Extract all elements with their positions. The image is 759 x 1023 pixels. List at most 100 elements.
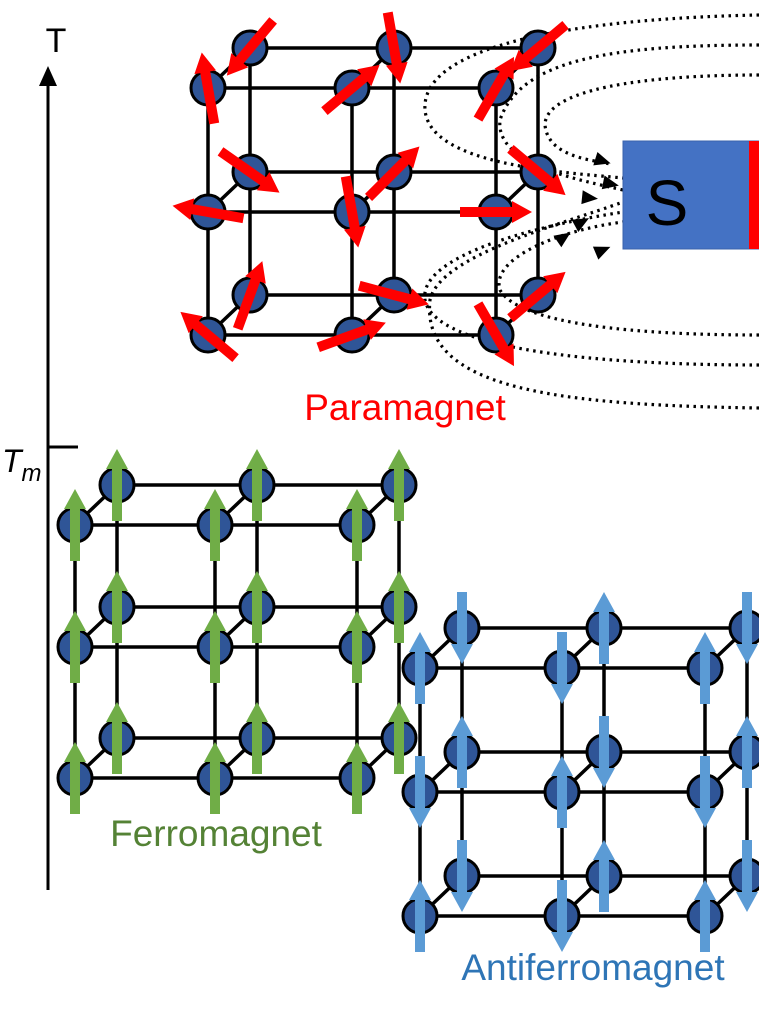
spin-arrow-icon (593, 716, 615, 788)
spin-arrow-icon (473, 56, 514, 122)
spin-arrow-icon (64, 611, 86, 683)
antiferromagnet-atom (585, 716, 623, 788)
spin-arrow-icon (451, 716, 473, 788)
temperature-axis-label: T (46, 22, 67, 60)
spin-arrow-icon (246, 571, 268, 643)
ferromagnet-atom (98, 571, 136, 643)
ferromagnet-atom (238, 571, 276, 643)
spin-arrow-icon (510, 21, 569, 72)
paramagnet-atom (226, 17, 277, 76)
spin-arrow-icon (451, 592, 473, 664)
bar-magnet-north-edge (749, 141, 759, 249)
spin-arrow-icon (232, 261, 266, 331)
antiferromagnet-atom (443, 840, 481, 912)
paramagnet-atom (365, 146, 420, 201)
spin-arrow-icon (316, 319, 386, 353)
spin-arrow-icon (507, 145, 566, 196)
ferromagnet-atom (238, 702, 276, 774)
ferromagnet-atom (56, 611, 94, 683)
paramagnet-atom (172, 193, 245, 231)
antiferromagnet-atom (401, 880, 439, 952)
ferromagnet-atom (338, 611, 376, 683)
spin-arrow-icon (409, 756, 431, 828)
antiferromagnet-atom (443, 716, 481, 788)
paramagnet-atom (473, 56, 515, 122)
temperature-axis: T Tm (2, 22, 78, 890)
spin-arrow-icon (460, 201, 532, 223)
spin-arrow-icon (340, 175, 366, 248)
ferromagnet-atom (98, 702, 136, 774)
spin-arrow-icon (551, 880, 573, 952)
field-arrowhead-icon (601, 175, 619, 190)
paramagnet-atom (333, 175, 371, 248)
spin-arrow-icon (172, 198, 245, 224)
ferromagnet-atom (380, 449, 418, 521)
antiferromagnet-atom (686, 632, 724, 704)
spin-arrow-icon (736, 716, 758, 788)
field-arrowhead-icon (553, 232, 571, 248)
spin-arrow-icon (507, 271, 566, 322)
spin-arrow-icon (226, 17, 277, 76)
field-arrowhead-icon (592, 246, 611, 260)
paramagnet-atom (375, 11, 413, 84)
antiferromagnet-atom (401, 756, 439, 828)
spin-arrow-icon (106, 571, 128, 643)
spin-arrow-icon (64, 742, 86, 814)
antiferromagnet-atom (401, 632, 439, 704)
paramagnet-atom (357, 276, 429, 314)
spin-arrow-icon (346, 611, 368, 683)
antiferromagnet-atom (543, 632, 581, 704)
spin-arrow-icon (473, 301, 514, 367)
transition-temperature-label: Tm (2, 443, 42, 487)
spin-arrow-icon (409, 632, 431, 704)
spin-arrow-icon (409, 880, 431, 952)
antiferromagnet-atom (543, 880, 581, 952)
paramagnet-atom (507, 145, 566, 196)
ferromagnet-atom (196, 489, 234, 561)
spin-arrow-icon (106, 702, 128, 774)
ferromagnet-atom (196, 742, 234, 814)
antiferromagnet-atom (728, 840, 759, 912)
antiferromagnet-atom (686, 756, 724, 828)
spin-arrow-icon (217, 147, 280, 193)
spin-arrow-icon (382, 11, 408, 84)
antiferromagnet-lattice (401, 592, 759, 952)
paramagnet-atom (316, 316, 386, 354)
paramagnet-atom (507, 271, 566, 322)
paramagnet-atom (217, 147, 280, 193)
spin-arrow-icon (694, 880, 716, 952)
spin-arrow-icon (204, 742, 226, 814)
spin-arrow-icon (593, 592, 615, 664)
ferromagnet-atom (380, 702, 418, 774)
spin-arrow-icon (388, 702, 410, 774)
paramagnet-atom (460, 193, 532, 231)
spin-arrow-icon (736, 840, 758, 912)
paramagnet-lattice (172, 11, 569, 367)
bar-magnet-label: S (646, 167, 689, 239)
antiferromagnet-atom (686, 880, 724, 952)
spin-arrow-icon (551, 632, 573, 704)
field-line (423, 210, 759, 367)
ferromagnet-atom (338, 742, 376, 814)
antiferromagnet-atom (443, 592, 481, 664)
paramagnet-atom (510, 21, 569, 72)
spin-arrow-icon (346, 742, 368, 814)
paramagnet-atom (180, 311, 239, 362)
spin-arrow-icon (106, 449, 128, 521)
spin-arrow-icon (180, 311, 239, 362)
spin-arrow-icon (246, 702, 268, 774)
spin-arrow-icon (246, 449, 268, 521)
ferromagnet-atom (196, 611, 234, 683)
temperature-axis-arrowhead-icon (39, 66, 57, 86)
ferromagnet-atom (338, 489, 376, 561)
field-line (423, 13, 759, 180)
spin-arrow-icon (346, 489, 368, 561)
spin-arrow-icon (694, 756, 716, 828)
ferromagnet-label: Ferromagnet (110, 813, 323, 854)
field-arrowhead-icon (593, 151, 611, 166)
paramagnet-atom (321, 64, 380, 115)
spin-arrow-icon (593, 840, 615, 912)
ferromagnet-atom (98, 449, 136, 521)
ferromagnet-atom (56, 742, 94, 814)
